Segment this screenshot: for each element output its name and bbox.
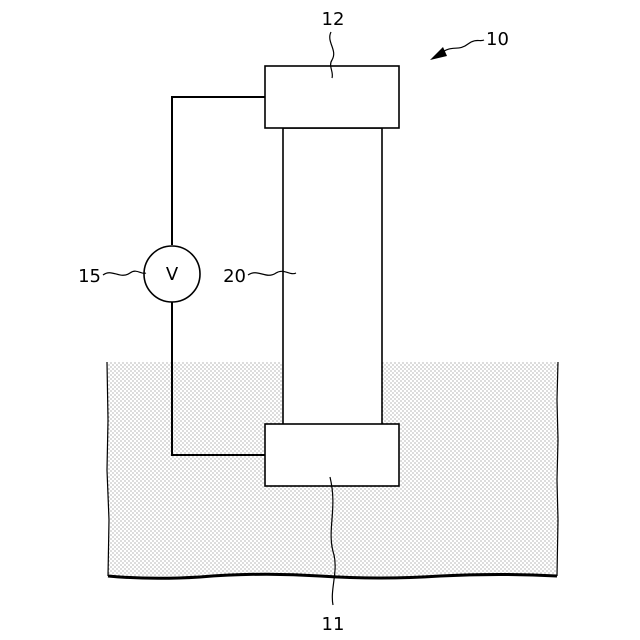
arrowhead-10 (430, 47, 447, 60)
medium-right-edge (557, 362, 558, 576)
voltmeter-symbol: V (166, 264, 179, 285)
label-20: 20 (223, 266, 246, 287)
label-10: 10 (486, 29, 509, 50)
leader-15 (103, 271, 146, 275)
lower-block-11 (265, 424, 399, 486)
label-11: 11 (322, 614, 345, 635)
wire-upper (172, 97, 265, 245)
column-20 (283, 128, 382, 425)
label-15: 15 (78, 266, 101, 287)
leader-10 (440, 40, 484, 54)
label-12: 12 (322, 9, 345, 30)
